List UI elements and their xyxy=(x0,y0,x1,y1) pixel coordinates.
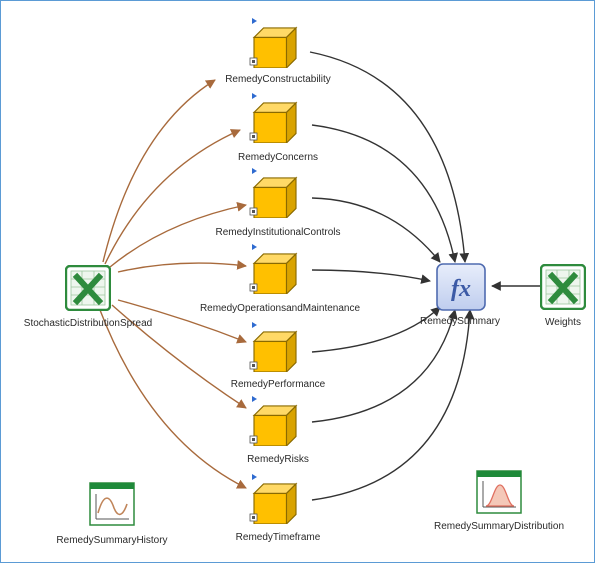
node-concerns[interactable]: RemedyConcerns xyxy=(238,93,318,163)
edge-stochastic-to-performance xyxy=(117,299,247,344)
edge-operations-to-summary xyxy=(311,269,431,284)
expand-triangle-icon xyxy=(252,396,257,402)
node-performance[interactable]: RemedyPerformance xyxy=(231,322,326,390)
edge-timeframe-to-summary xyxy=(311,309,475,501)
cube-icon xyxy=(253,331,297,372)
expand-triangle-icon xyxy=(252,244,257,250)
excel-icon xyxy=(541,265,585,309)
node-label: RemedyInstitutionalControls xyxy=(215,227,340,238)
node-distribution[interactable]: RemedySummaryDistribution xyxy=(434,470,564,532)
node-label: RemedyRisks xyxy=(247,454,309,465)
cube-icon xyxy=(253,102,297,143)
node-label: RemedySummary xyxy=(420,316,500,327)
edge-constructability-to-summary xyxy=(309,51,470,263)
node-risks[interactable]: RemedyRisks xyxy=(247,396,309,465)
node-label: RemedySummaryDistribution xyxy=(434,521,564,532)
node-label: RemedyPerformance xyxy=(231,379,326,390)
time-history-chart-icon xyxy=(89,482,135,526)
edge-institutional-to-summary xyxy=(311,197,441,263)
node-history[interactable]: RemedySummaryHistory xyxy=(56,482,168,546)
expand-triangle-icon xyxy=(252,322,257,328)
node-label: RemedyConstructability xyxy=(225,74,331,85)
edges-brown xyxy=(99,79,247,489)
node-summary[interactable]: fx RemedySummary xyxy=(420,263,500,327)
node-institutional[interactable]: RemedyInstitutionalControls xyxy=(215,168,341,238)
node-timeframe[interactable]: RemedyTimeframe xyxy=(236,474,321,543)
edge-stochastic-to-timeframe xyxy=(99,309,247,489)
expand-triangle-icon xyxy=(252,93,257,99)
node-label: RemedyTimeframe xyxy=(236,532,321,543)
function-icon xyxy=(436,263,486,311)
edge-risks-to-summary xyxy=(311,309,458,423)
node-constructability[interactable]: RemedyConstructability xyxy=(225,18,331,85)
cube-icon xyxy=(253,405,297,446)
node-label: StochasticDistributionSpread xyxy=(24,318,152,329)
edge-stochastic-to-operations xyxy=(117,260,247,273)
expand-triangle-icon xyxy=(252,18,257,24)
node-stochastic[interactable]: StochasticDistributionSpread xyxy=(24,266,152,329)
edge-stochastic-to-institutional xyxy=(109,202,247,268)
edge-stochastic-to-concerns xyxy=(104,129,241,265)
node-label: RemedyOperationsandMaintenance xyxy=(200,303,361,314)
node-label: RemedySummaryHistory xyxy=(56,535,167,546)
cube-icon xyxy=(253,177,297,218)
expand-triangle-icon xyxy=(252,168,257,174)
fx-symbol: fx xyxy=(451,276,471,302)
cube-icon xyxy=(253,27,297,68)
edge-performance-to-summary xyxy=(311,306,441,353)
excel-icon xyxy=(66,266,110,310)
node-label: Weights xyxy=(545,317,581,328)
cube-icon xyxy=(253,483,297,524)
node-weights[interactable]: Weights xyxy=(541,265,585,328)
cube-icon xyxy=(253,253,297,294)
expand-triangle-icon xyxy=(252,474,257,480)
node-operations[interactable]: RemedyOperationsandMaintenance xyxy=(200,244,361,314)
distribution-chart-icon xyxy=(476,470,522,514)
edges-dark xyxy=(309,51,540,501)
edge-concerns-to-summary xyxy=(311,124,459,263)
edge-stochastic-to-constructability xyxy=(102,79,216,263)
edge-stochastic-to-risks xyxy=(111,304,247,409)
node-label: RemedyConcerns xyxy=(238,152,318,163)
